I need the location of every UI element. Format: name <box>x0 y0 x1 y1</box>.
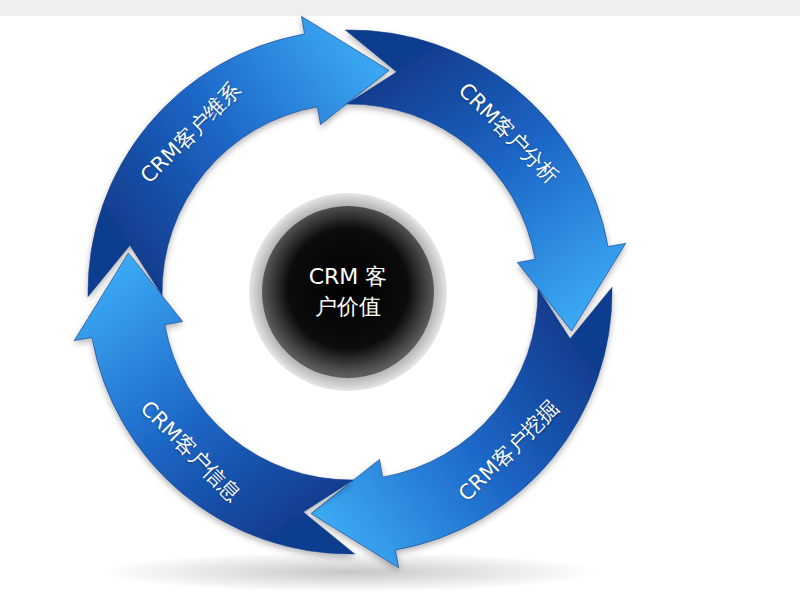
top-bar <box>0 0 800 16</box>
disc-shape <box>248 192 448 392</box>
center-circle: CRM 客户价值 <box>248 192 448 392</box>
disc-core <box>262 206 434 378</box>
center-label: CRM 客户价值 <box>298 262 398 321</box>
disc-ring <box>249 193 447 391</box>
ground-shadow <box>100 552 600 592</box>
